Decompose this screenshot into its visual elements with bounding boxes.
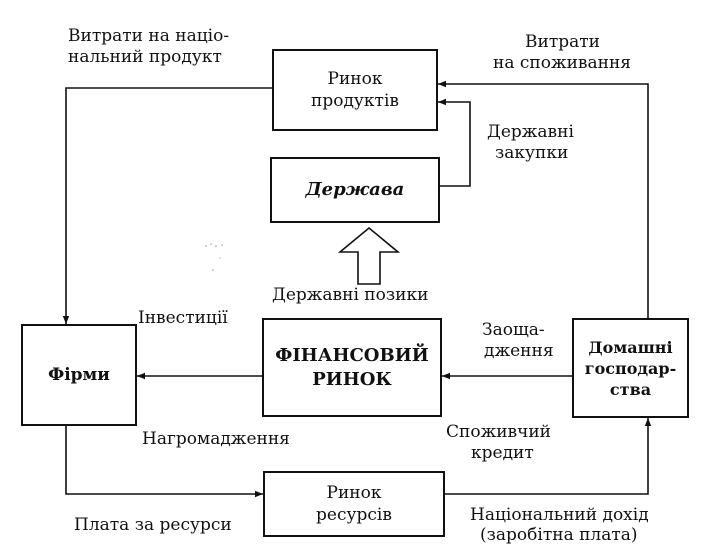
consumer-credit-label-line1: Споживчий: [446, 422, 552, 442]
arrow-government-purchases: [438, 98, 471, 187]
households-label: Домашні господар- ства: [584, 337, 677, 399]
resource-payment-label: Плата за ресурси: [74, 515, 232, 535]
resource-market-box: [263, 471, 445, 537]
state-label: Держава: [305, 179, 405, 200]
resource-market-label: Ринок ресурсів: [316, 483, 392, 525]
arrow-national-income: [444, 418, 652, 495]
product-market-label: Ринок продуктів: [311, 69, 399, 111]
national-product-expenditure-label-line2: нальний продукт: [68, 47, 222, 67]
national-income-label-line1: Національний дохід: [470, 505, 649, 525]
government-loans-hollow-arrow: [337, 226, 401, 285]
financial-market-box: [262, 318, 442, 417]
arrow-national-product-expenditure: [62, 87, 273, 324]
national-income-label-line2: (заробітна плата): [480, 525, 638, 545]
consumption-expenditure-label-line2: на споживання: [493, 53, 632, 73]
households-box: [572, 318, 689, 418]
consumption-expenditure-label-line1: Витрати: [525, 32, 600, 52]
arrow-resource-payment: [65, 425, 263, 498]
government-loans-label: Державні позики: [272, 285, 429, 305]
financial-market-label: ФІНАНСОВИЙ РИНОК: [275, 344, 429, 390]
consumer-credit-label-line2: кредит: [471, 443, 534, 463]
scan-specks: [205, 243, 223, 271]
product-market-box: [272, 49, 438, 131]
savings-label-line1: Заоща-: [482, 320, 545, 340]
firms-label: Фірми: [48, 365, 110, 385]
national-product-expenditure-label-line1: Витрати на націо-: [68, 26, 230, 46]
savings-label-line2: дження: [484, 341, 554, 361]
government-purchases-label-line1: Державні: [487, 122, 574, 142]
government-purchases-label-line2: закупки: [495, 143, 569, 163]
investments-label: Інвестиції: [138, 308, 228, 328]
accumulation-label: Нагромадження: [142, 429, 290, 449]
state-box: [270, 157, 440, 223]
arrow-consumption-expenditure: [438, 80, 649, 319]
firms-box: [21, 324, 137, 426]
